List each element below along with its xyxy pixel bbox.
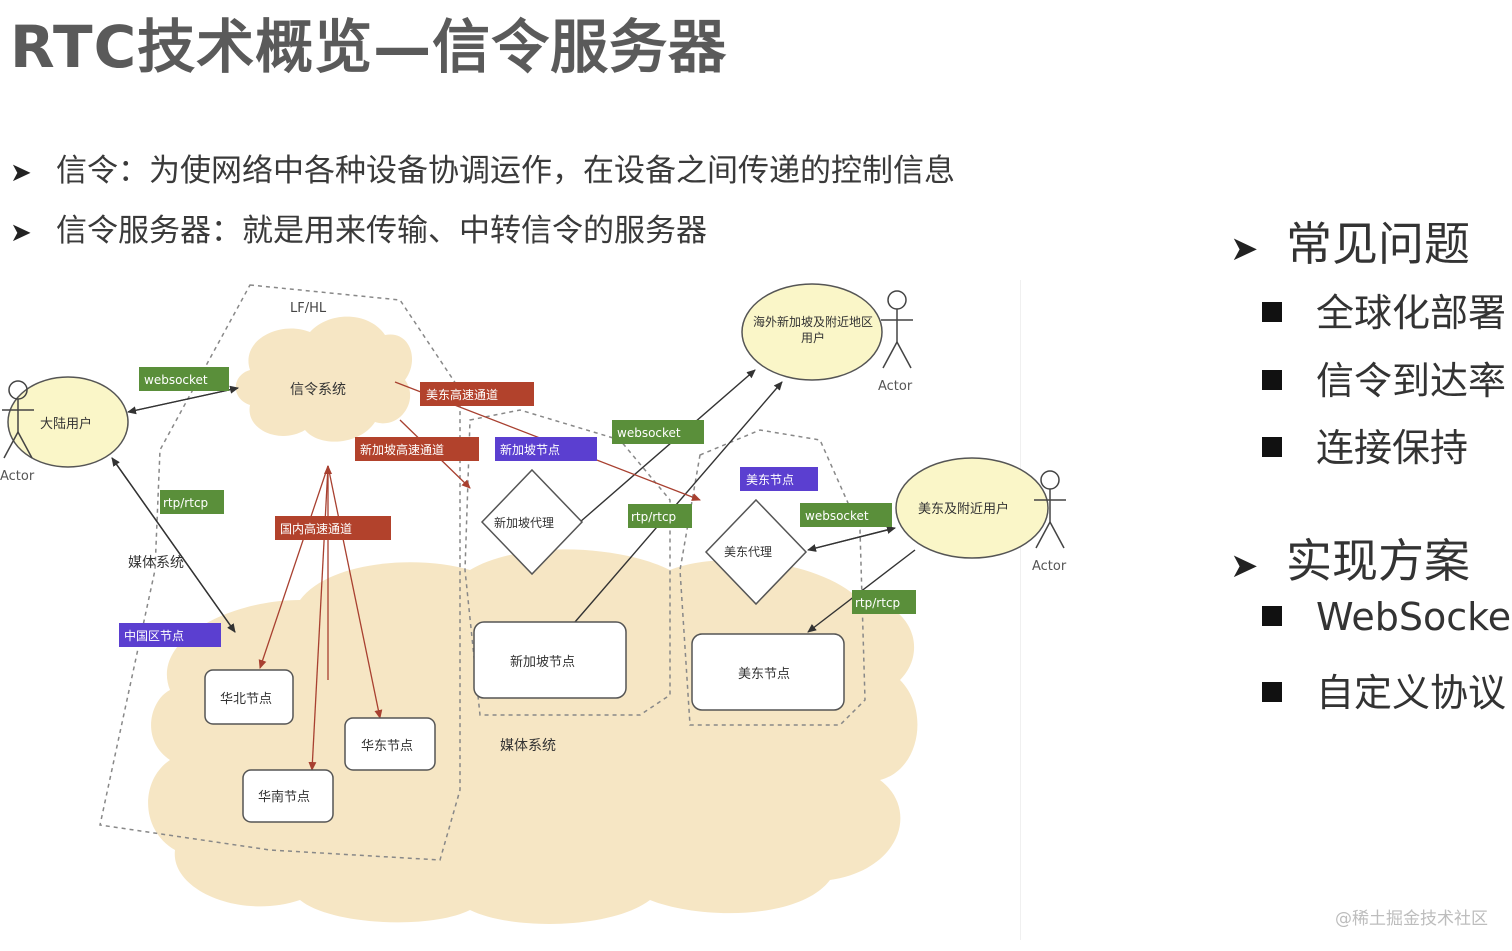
actor-caption: Actor bbox=[1032, 559, 1067, 574]
tag-rtp-text: rtp/rtcp bbox=[163, 496, 208, 510]
tag-rtp bbox=[160, 490, 224, 514]
node-label-useast: 美东节点 bbox=[738, 667, 790, 682]
list-item: 全球化部署 bbox=[1262, 282, 1506, 337]
actor-label-overseas: 海外新加坡及附近地区用户 bbox=[752, 315, 873, 345]
node-sg bbox=[473, 621, 627, 699]
media-system-label: 媒体系统 bbox=[128, 555, 184, 571]
tag-sg-node bbox=[495, 437, 597, 461]
square-bullet-icon bbox=[1262, 681, 1282, 702]
proxy-diamond-useast bbox=[704, 498, 808, 606]
divider bbox=[1020, 280, 1021, 940]
arrow-bullet-icon: ➤ bbox=[10, 218, 32, 248]
section-common-issues: ➤常见问题 bbox=[1230, 217, 1470, 271]
list-item: 自定义协议 bbox=[1262, 662, 1506, 717]
node-east bbox=[344, 717, 436, 771]
bullet-signal-server: ➤信令服务器：就是用来传输、中转信令的服务器 bbox=[10, 213, 707, 249]
edge-rtp-mainland-back bbox=[111, 457, 236, 633]
square-bullet-icon bbox=[1262, 605, 1282, 626]
actor-ellipse-useast bbox=[895, 457, 1049, 559]
edge-websocket-mainland-back bbox=[127, 387, 239, 415]
section-solutions: ➤实现方案 bbox=[1230, 534, 1470, 588]
node-useast bbox=[691, 633, 845, 711]
actor-label-useast: 美东及附近用户 bbox=[918, 501, 1009, 517]
node-north bbox=[204, 669, 294, 725]
tag-websocket-text: websocket bbox=[805, 509, 869, 523]
tag-websocket-text: websocket bbox=[617, 426, 681, 440]
tag-useast-node bbox=[740, 467, 818, 491]
media-system-label: 媒体系统 bbox=[500, 738, 556, 754]
edge-domestic-east bbox=[327, 465, 383, 719]
node-label-sg: 新加坡节点 bbox=[510, 654, 575, 670]
media-cloud bbox=[148, 549, 918, 924]
bullet-signaling: ➤信令：为使网络中各种设备协调运作，在设备之间传递的控制信息 bbox=[10, 153, 955, 189]
network-diagram: LF/HL 信令系统 媒体系统 媒体系统 大陆用户 海外新加坡及附近地区用户 美… bbox=[0, 283, 1067, 924]
actor-caption: Actor bbox=[0, 469, 35, 484]
tag-rtp-text: rtp/rtcp bbox=[855, 596, 900, 610]
edge-websocket-useast-back bbox=[807, 527, 896, 552]
region-label-lfhl: LF/HL bbox=[290, 301, 327, 316]
actor-ellipse-overseas bbox=[741, 283, 883, 381]
list-item: WebSocket bbox=[1262, 595, 1512, 639]
square-bullet-icon bbox=[1262, 301, 1282, 322]
tag-websocket bbox=[612, 420, 704, 444]
tag-websocket-text: websocket bbox=[144, 373, 208, 387]
tag-domestic-channel-text: 国内高速通道 bbox=[280, 521, 352, 536]
actor-stick-figure-icon bbox=[1034, 470, 1066, 549]
tag-sg-channel-text: 新加坡高速通道 bbox=[360, 442, 444, 457]
list-item: 连接保持 bbox=[1262, 417, 1468, 472]
actor-label-mainland: 大陆用户 bbox=[40, 416, 92, 432]
tag-useast-channel bbox=[420, 382, 534, 406]
edge-websocket-sg bbox=[579, 369, 756, 523]
tag-sg-node-text: 新加坡节点 bbox=[500, 442, 560, 457]
edge-rtp-sg bbox=[574, 381, 783, 623]
arrow-bullet-icon: ➤ bbox=[1230, 546, 1259, 586]
region-china bbox=[99, 284, 461, 861]
arrow-bullet-icon: ➤ bbox=[10, 158, 32, 188]
watermark: @稀土掘金技术社区 bbox=[1335, 909, 1488, 929]
tag-rtp bbox=[628, 504, 692, 528]
tag-rtp-text: rtp/rtcp bbox=[631, 510, 676, 524]
tag-china-node bbox=[119, 623, 221, 647]
proxy-diamond-sg bbox=[480, 468, 584, 576]
tag-domestic-channel bbox=[275, 516, 391, 540]
tag-websocket bbox=[800, 503, 892, 527]
node-label-north: 华北节点 bbox=[220, 692, 272, 707]
actor-caption: Actor bbox=[878, 379, 913, 394]
region-useast bbox=[679, 429, 866, 726]
node-south bbox=[242, 769, 334, 823]
proxy-label-useast: 美东代理 bbox=[724, 545, 772, 559]
square-bullet-icon bbox=[1262, 369, 1282, 390]
arrow-bullet-icon: ➤ bbox=[1230, 229, 1259, 269]
signal-system-label: 信令系统 bbox=[290, 382, 346, 398]
edge-domestic-north bbox=[258, 465, 329, 669]
node-label-south: 华南节点 bbox=[258, 789, 310, 805]
signal-cloud bbox=[235, 316, 413, 442]
tag-rtp bbox=[852, 590, 916, 614]
region-singapore bbox=[464, 409, 671, 716]
square-bullet-icon bbox=[1262, 436, 1282, 457]
actor-stick-figure-icon bbox=[2, 380, 34, 459]
proxy-label-sg: 新加坡代理 bbox=[494, 515, 554, 530]
tag-useast-channel-text: 美东高速通道 bbox=[426, 387, 498, 402]
node-label-east: 华东节点 bbox=[361, 739, 413, 754]
tag-sg-channel bbox=[355, 437, 479, 461]
page-title: RTC技术概览—信令服务器 bbox=[10, 13, 728, 81]
list-item: 信令到达率 bbox=[1262, 350, 1506, 405]
tag-useast-node-text: 美东节点 bbox=[746, 473, 794, 487]
tag-china-node-text: 中国区节点 bbox=[124, 628, 184, 643]
actor-stick-figure-icon bbox=[881, 290, 913, 369]
actor-ellipse-mainland bbox=[7, 376, 129, 468]
tag-websocket bbox=[139, 367, 229, 391]
